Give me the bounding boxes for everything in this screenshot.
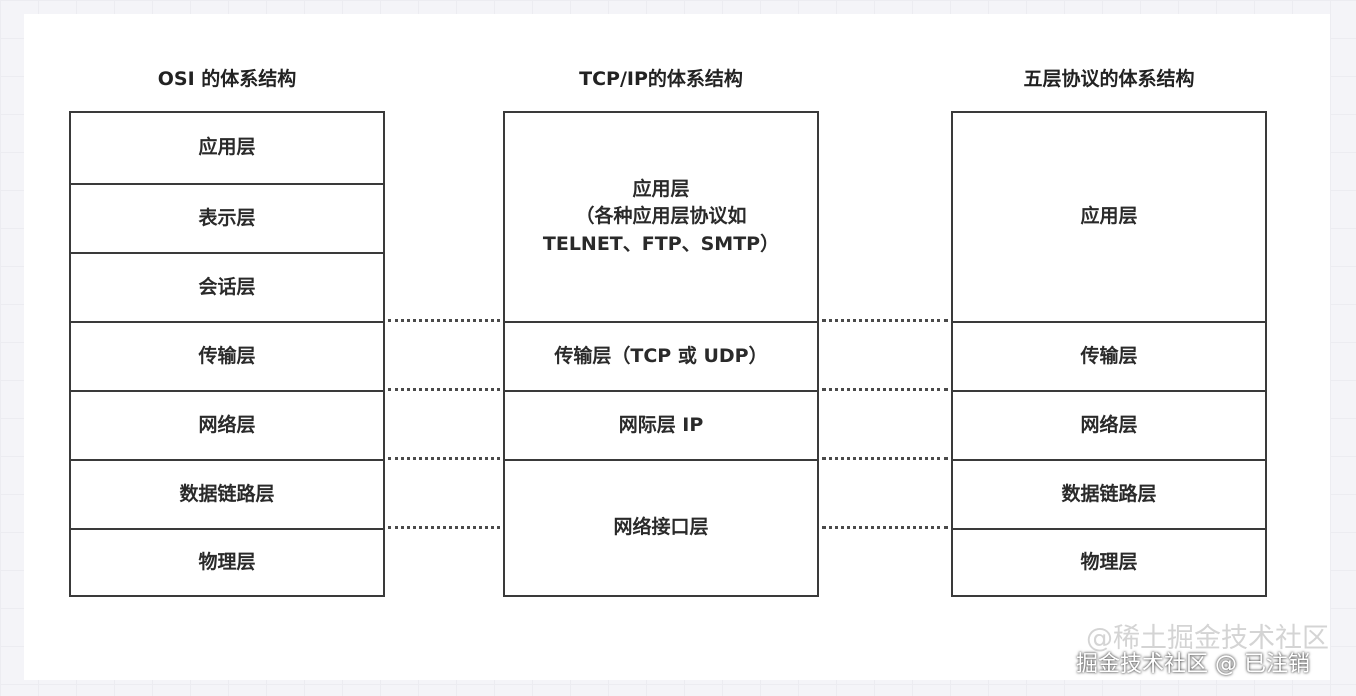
five-layer-title: 五层协议的体系结构 <box>1023 68 1195 90</box>
connector-tcpip-five-4 <box>822 526 948 529</box>
connector-tcpip-five-3 <box>822 457 948 460</box>
five-layer-transport: 传输层 <box>953 321 1265 390</box>
osi-layer-transport: 传输层 <box>71 321 383 390</box>
connector-osi-tcpip-3 <box>388 457 500 460</box>
tcpip-application-line-3: TELNET、FTP、SMTP） <box>542 232 780 255</box>
connector-tcpip-five-1 <box>822 319 948 322</box>
osi-layer-presentation: 表示层 <box>71 183 383 252</box>
osi-layer-datalink: 数据链路层 <box>71 459 383 528</box>
tcpip-title: TCP/IP的体系结构 <box>579 68 743 90</box>
connector-osi-tcpip-4 <box>388 526 500 529</box>
five-layer-network: 网络层 <box>953 390 1265 459</box>
osi-layer-network: 网络层 <box>71 390 383 459</box>
connector-tcpip-five-2 <box>822 388 948 391</box>
osi-layer-application: 应用层 <box>198 136 256 159</box>
watermark-faint: @稀土掘金技术社区 <box>1086 623 1329 654</box>
osi-layer-physical: 物理层 <box>71 528 383 595</box>
tcpip-layer-internet: 网际层 IP <box>505 390 817 459</box>
osi-title: OSI 的体系结构 <box>157 68 297 90</box>
tcpip-stack: 应用层 （各种应用层协议如 TELNET、FTP、SMTP） 传输层（TCP 或… <box>503 111 819 597</box>
five-layer-datalink: 数据链路层 <box>953 459 1265 528</box>
five-layer-physical: 物理层 <box>953 528 1265 595</box>
tcpip-application-line-2: （各种应用层协议如 <box>575 205 747 228</box>
connector-osi-tcpip-2 <box>388 388 500 391</box>
tcpip-layer-network-interface: 网络接口层 <box>505 459 817 595</box>
five-layer-stack: 应用层 传输层 网络层 数据链路层 物理层 <box>951 111 1267 597</box>
five-layer-application: 应用层 <box>1080 205 1138 228</box>
osi-layer-session: 会话层 <box>71 252 383 321</box>
osi-stack: 应用层 表示层 会话层 传输层 网络层 数据链路层 物理层 <box>69 111 385 597</box>
watermark-main: 掘金技术社区 @ 已注销 <box>1076 652 1310 677</box>
connector-osi-tcpip-1 <box>388 319 500 322</box>
tcpip-application-line-1: 应用层 <box>632 177 690 200</box>
tcpip-layer-application: 应用层 （各种应用层协议如 TELNET、FTP、SMTP） <box>505 113 817 321</box>
tcpip-layer-transport: 传输层（TCP 或 UDP） <box>505 321 817 390</box>
